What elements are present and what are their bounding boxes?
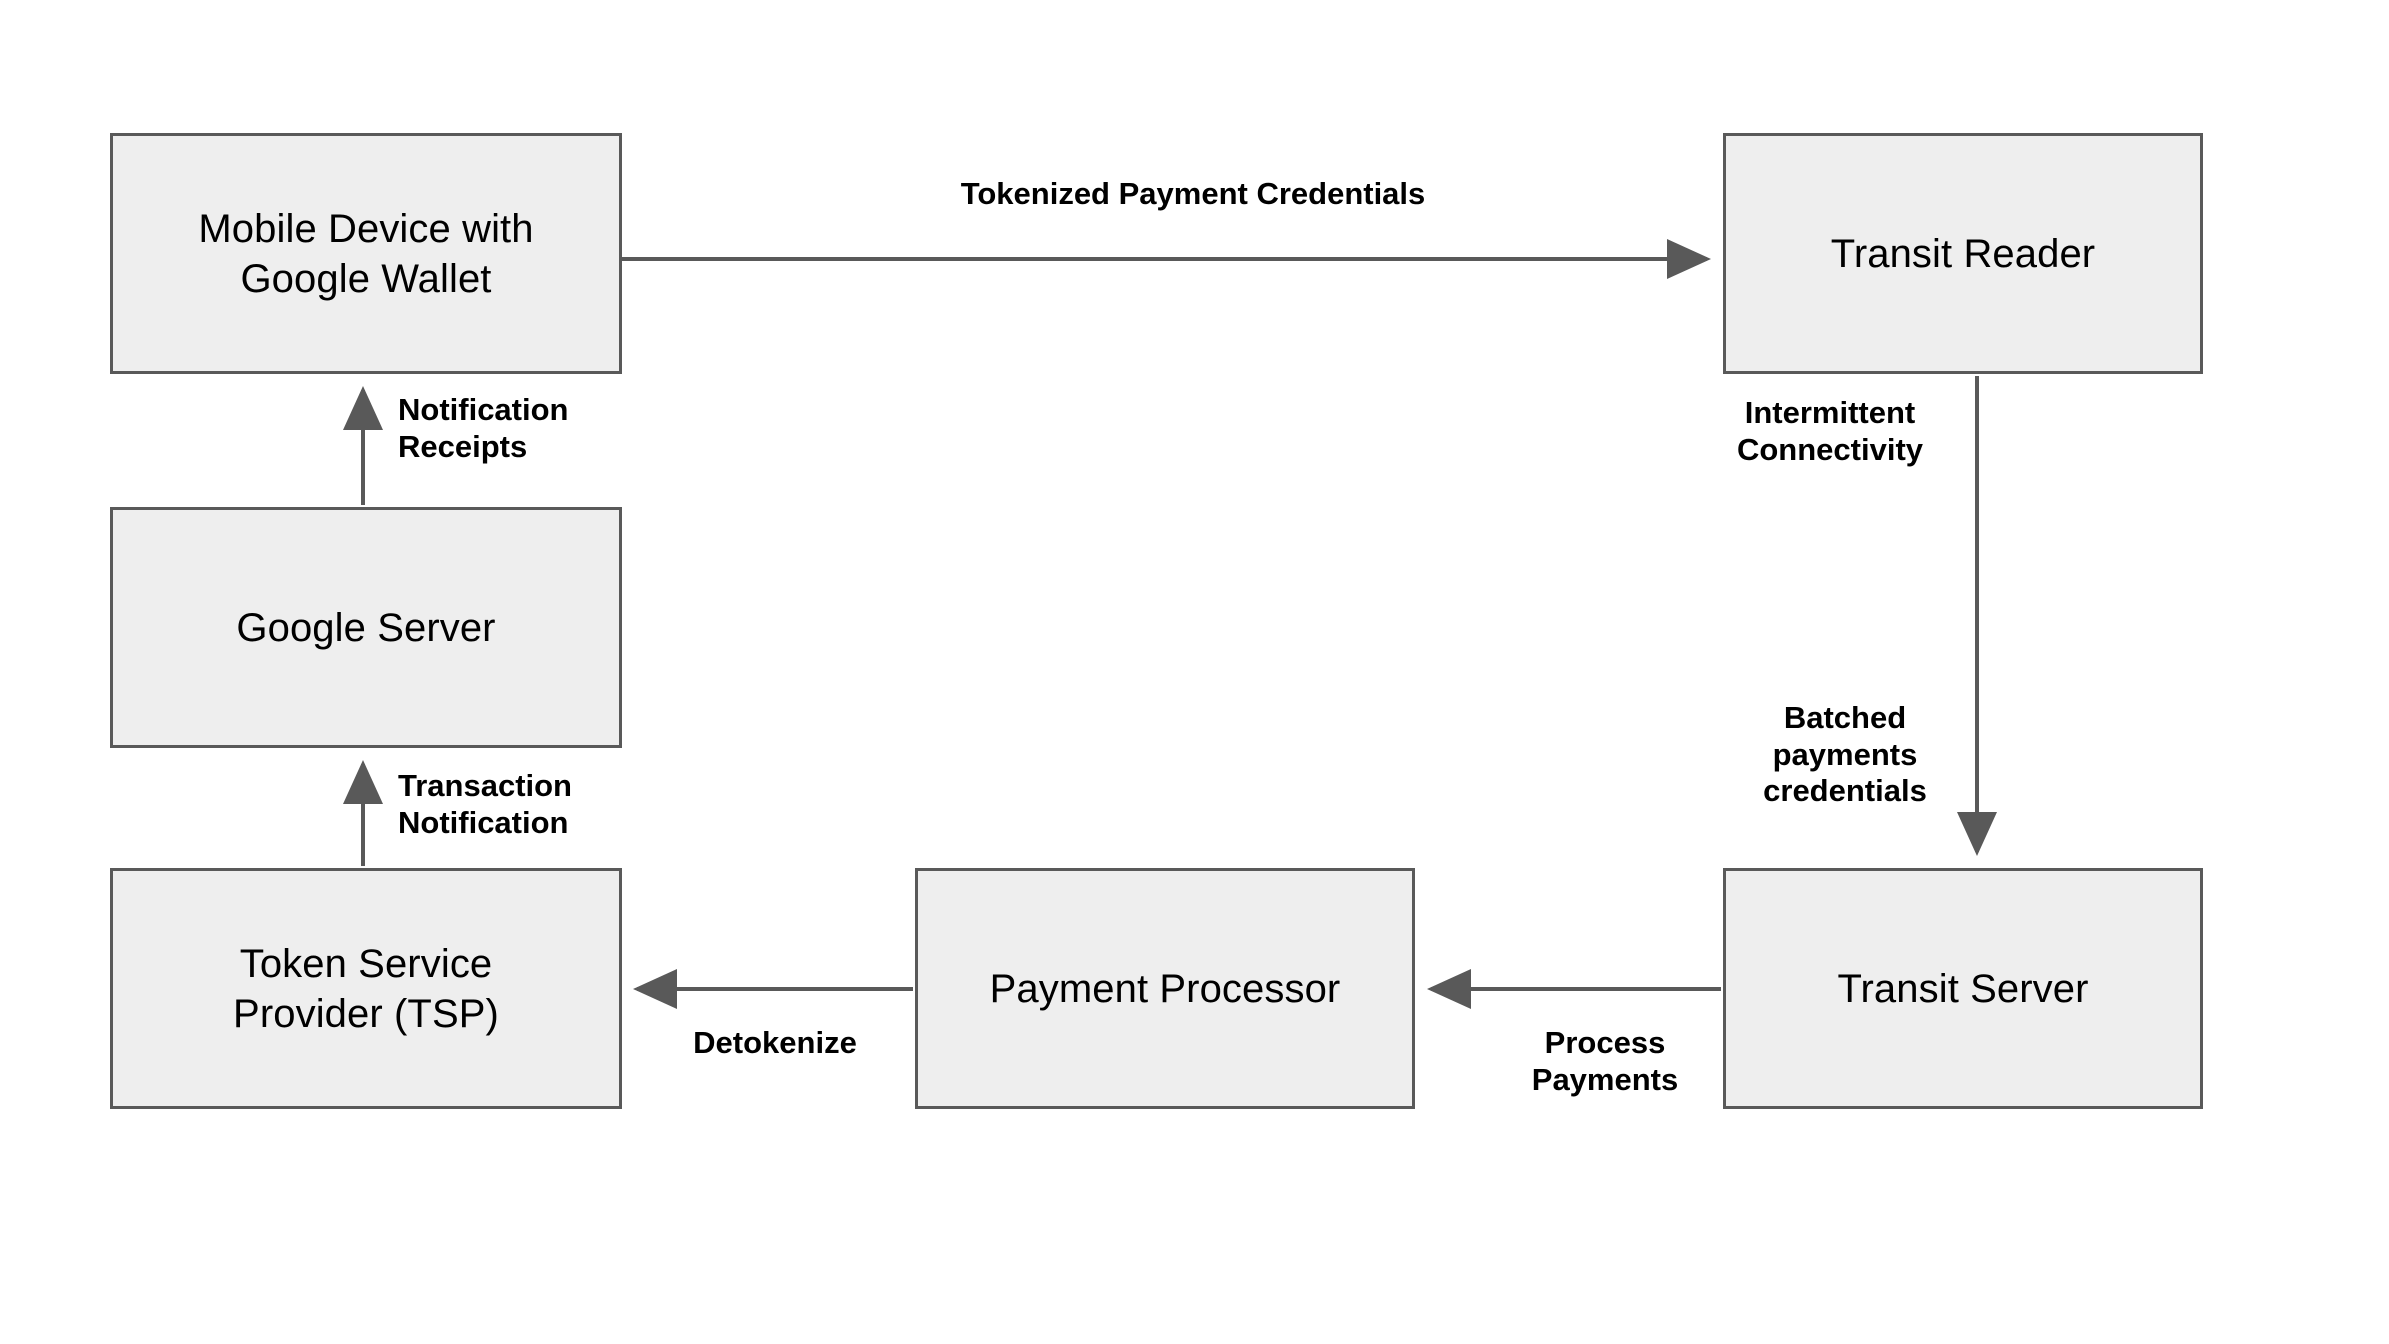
node-transit-reader[interactable]: Transit Reader: [1723, 133, 2203, 374]
edge-label-transaction-notification: Transaction Notification: [398, 768, 572, 840]
node-payment-processor[interactable]: Payment Processor: [915, 868, 1415, 1109]
node-label: Transit Server: [1837, 966, 2089, 1011]
node-transit-server[interactable]: Transit Server: [1723, 868, 2203, 1109]
edge-label-intermittent-connectivity: Intermittent Connectivity: [1736, 395, 1924, 467]
edge-label-process-payments: Process Payments: [1531, 1025, 1679, 1097]
node-label: Token Service Provider (TSP): [233, 941, 499, 1036]
edge-label-tokenized-payment-credentials: Tokenized Payment Credentials: [960, 176, 1426, 211]
edge-label-notification-receipts: Notification Receipts: [398, 392, 569, 464]
node-label: Payment Processor: [989, 966, 1341, 1011]
node-token-service-provider[interactable]: Token Service Provider (TSP): [110, 868, 622, 1109]
node-label: Transit Reader: [1830, 231, 2096, 276]
edge-label-batched-payments-credentials: Batched payments credentials: [1763, 700, 1927, 809]
node-label: Mobile Device with Google Wallet: [198, 206, 534, 301]
node-google-server[interactable]: Google Server: [110, 507, 622, 748]
edge-label-detokenize: Detokenize: [693, 1025, 857, 1060]
node-mobile-device-with-google-wallet[interactable]: Mobile Device with Google Wallet: [110, 133, 622, 374]
node-label: Google Server: [236, 605, 496, 650]
